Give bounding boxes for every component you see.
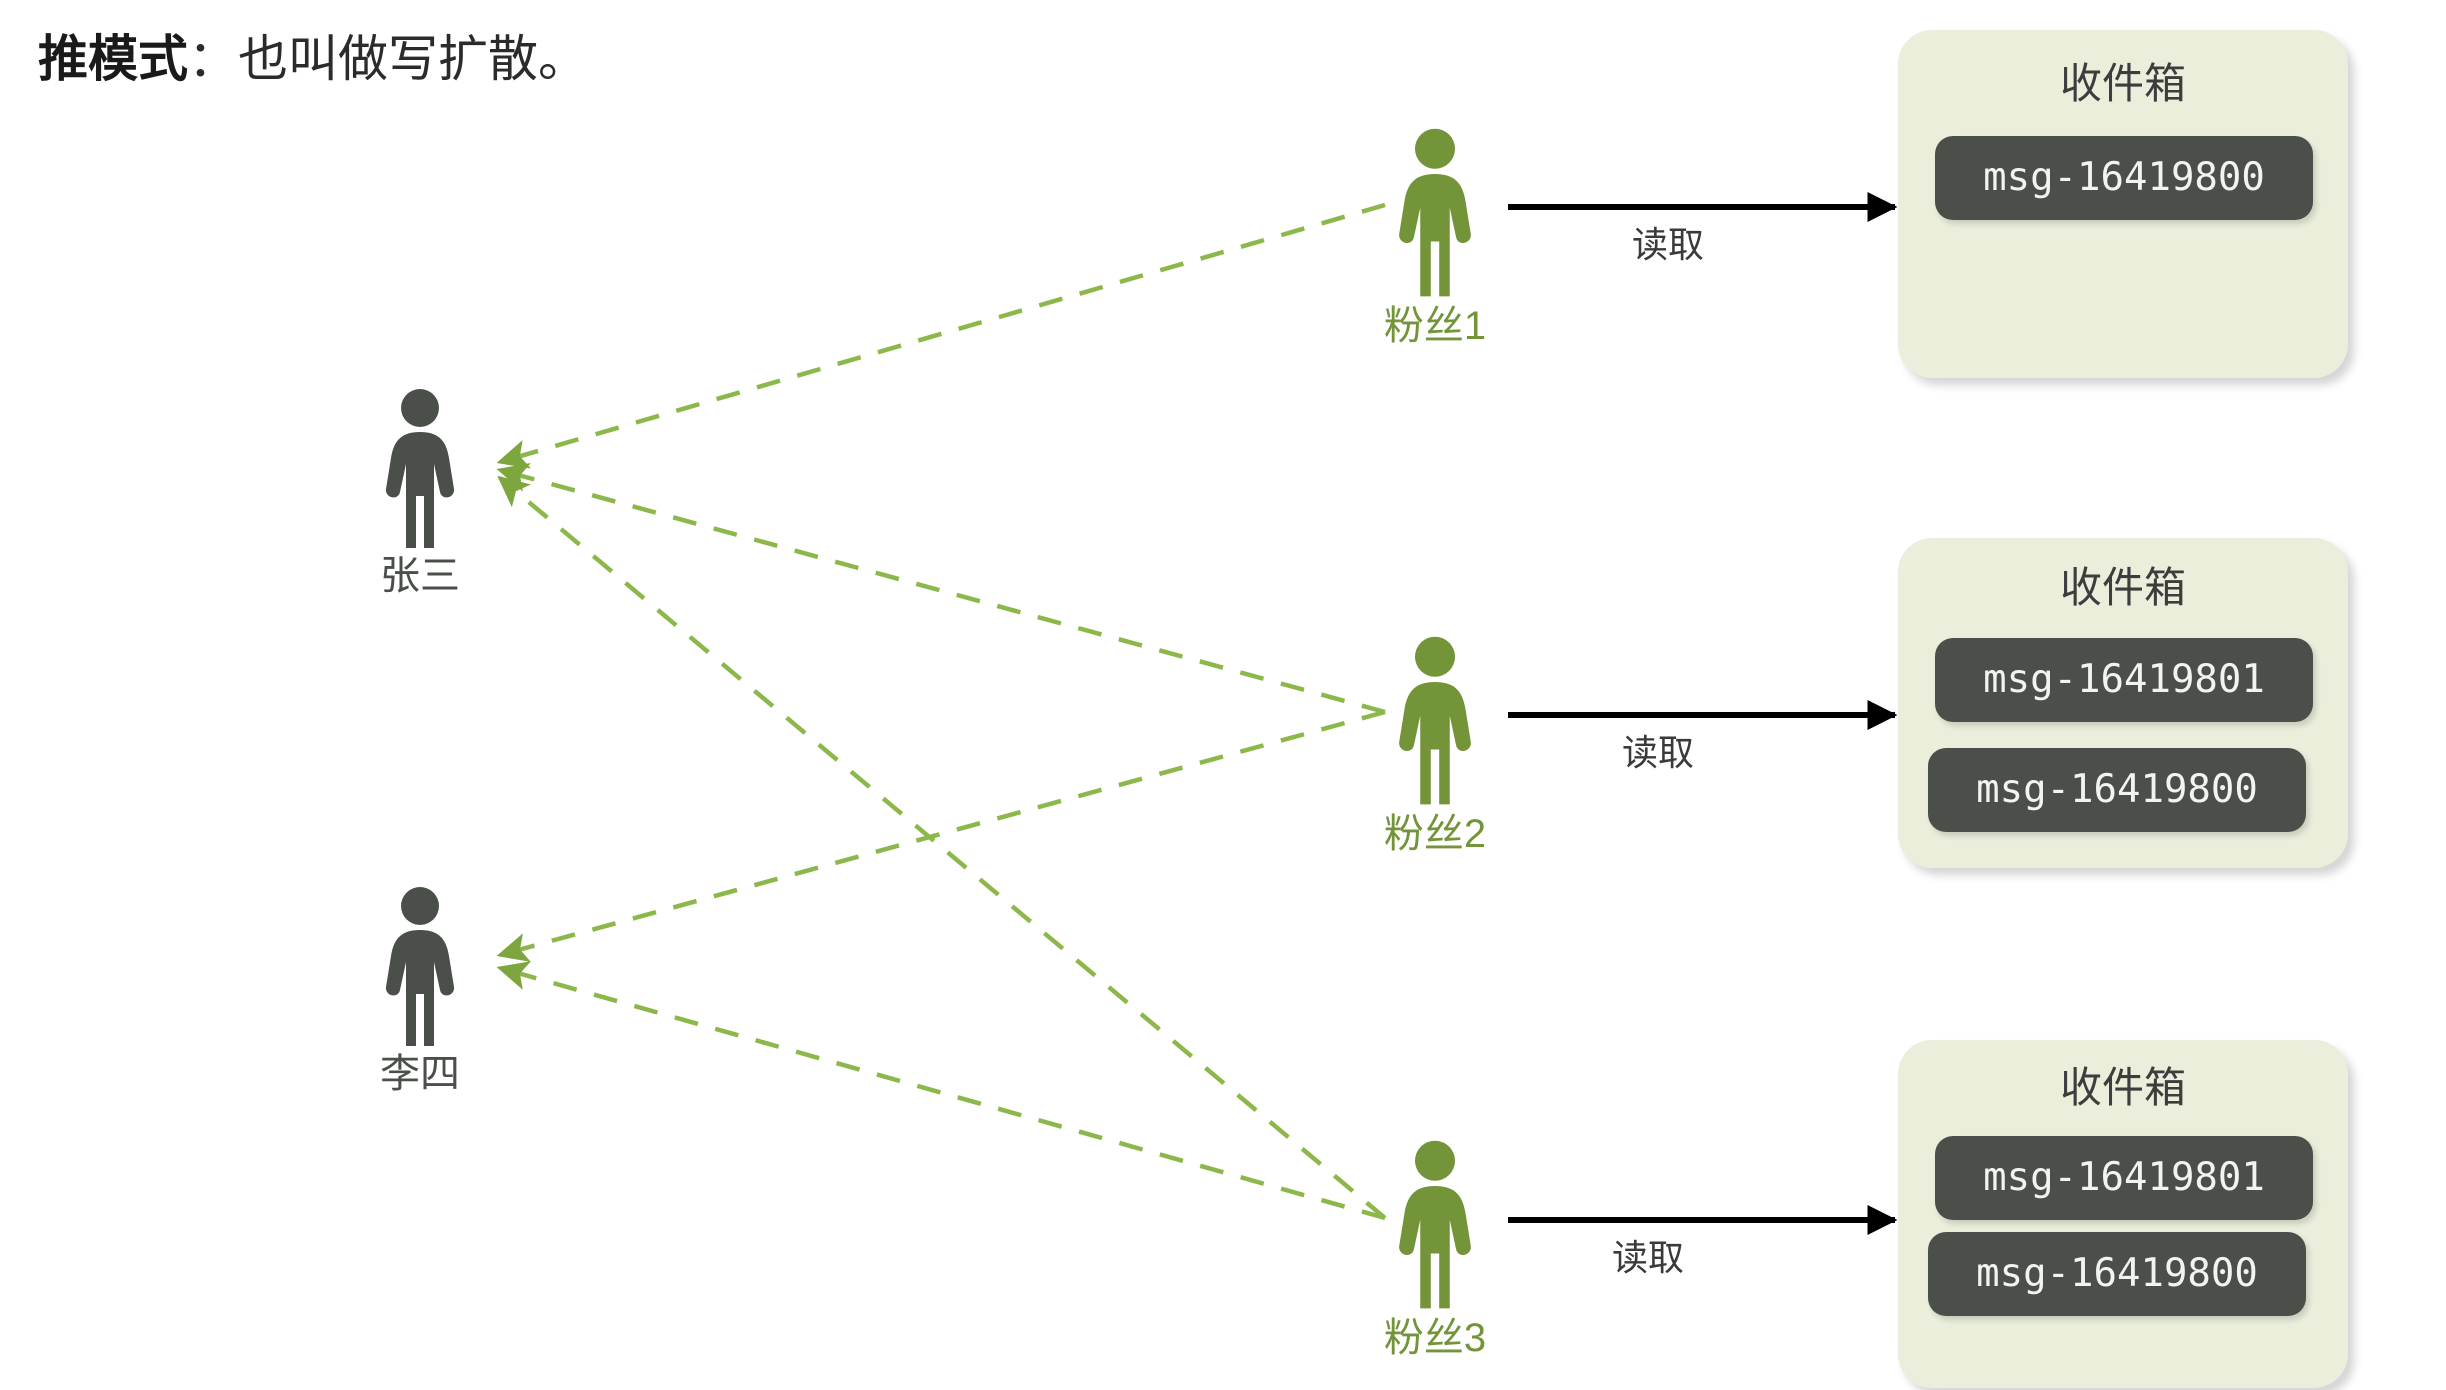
person-icon: [1399, 636, 1471, 805]
wire-fan2-to-zhangsan: [496, 463, 1386, 715]
inbox-title: 收件箱: [2059, 1064, 2186, 1111]
person-fan3[interactable]: 粉丝3: [1345, 1138, 1525, 1362]
person-fan2[interactable]: 粉丝2: [1345, 634, 1525, 858]
inbox-card-2[interactable]: 收件箱 msg-16419801 msg-16419800: [1898, 538, 2348, 868]
read-label-fan2: 读取: [1622, 732, 1695, 773]
person-label-fan3: 粉丝3: [1383, 1316, 1487, 1360]
inbox-title: 收件箱: [2059, 564, 2186, 611]
person-fan1[interactable]: 粉丝1: [1345, 126, 1525, 350]
message-pill[interactable]: msg-16419800: [1928, 748, 2306, 832]
inbox-card-3[interactable]: 收件箱 msg-16419801 msg-16419800: [1898, 1040, 2348, 1388]
person-zhangsan[interactable]: 张三: [330, 388, 510, 600]
read-label-fan3: 读取: [1612, 1237, 1685, 1278]
wire-fan2-to-lisi: [496, 709, 1386, 962]
wire-fan1-to-zhangsan: [496, 202, 1386, 469]
person-label-zhangsan: 张三: [380, 554, 460, 598]
wire-fan3-to-lisi: [496, 961, 1386, 1221]
person-icon: [385, 887, 455, 1046]
person-label-fan1: 粉丝1: [1383, 304, 1487, 348]
message-pill[interactable]: msg-16419801: [1935, 638, 2313, 722]
wire-fan3-to-zhangsan: [497, 475, 1387, 1220]
page-title-keyword: 推模式: [38, 31, 188, 87]
person-lisi[interactable]: 李四: [330, 886, 510, 1098]
message-pill[interactable]: msg-16419800: [1935, 136, 2313, 220]
person-label-lisi: 李四: [380, 1052, 460, 1096]
message-pill[interactable]: msg-16419801: [1935, 1136, 2313, 1220]
person-icon: [1399, 1140, 1471, 1309]
person-label-fan2: 粉丝2: [1383, 812, 1487, 856]
page-title: 推模式：也叫做写扩散。: [38, 28, 588, 90]
inbox-card-1[interactable]: 收件箱 msg-16419800: [1898, 30, 2348, 378]
person-icon: [1399, 128, 1471, 297]
page-title-rest: ：也叫做写扩散。: [188, 31, 588, 87]
inbox-title: 收件箱: [2059, 60, 2186, 107]
read-label-fan1: 读取: [1632, 224, 1705, 265]
person-icon: [385, 389, 455, 548]
message-pill[interactable]: msg-16419800: [1928, 1232, 2306, 1316]
